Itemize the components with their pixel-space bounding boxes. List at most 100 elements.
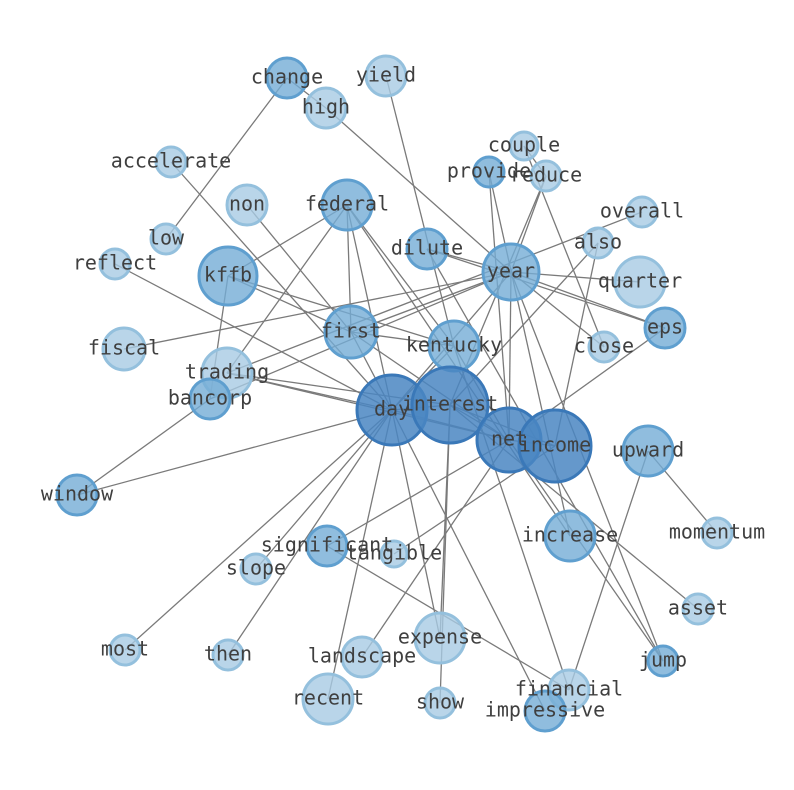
edge-provide-net: [488, 171, 510, 441]
node-label-fiscal: fiscal: [88, 336, 160, 360]
edge-day-then: [227, 409, 393, 656]
edge-dilute-eps: [426, 248, 666, 329]
edge-day-expense: [391, 409, 441, 639]
node-label-jump: jump: [639, 648, 687, 672]
node-label-reduce: reduce: [510, 163, 582, 187]
node-label-upward: upward: [612, 438, 684, 462]
node-label-first: first: [321, 319, 381, 343]
node-label-bancorp: bancorp: [168, 386, 252, 410]
node-label-also: also: [574, 230, 622, 254]
node-impressive: [523, 689, 567, 733]
node-label-yield: yield: [356, 63, 416, 87]
node-label-kentucky: kentucky: [406, 333, 502, 357]
node-yield: [364, 54, 408, 98]
node-label-asset: asset: [668, 596, 728, 620]
edge-high-year: [325, 107, 512, 273]
node-label-high: high: [302, 95, 350, 119]
node-label-couple: couple: [488, 133, 560, 157]
node-layer: [55, 54, 734, 733]
node-label-tangible: tangible: [346, 541, 442, 565]
node-kffb: [197, 245, 259, 307]
node-slope: [239, 552, 273, 586]
node-label-quarter: quarter: [598, 269, 682, 293]
node-upward: [621, 424, 675, 478]
edge-overall-trading: [226, 211, 643, 374]
node-label-day: day: [374, 397, 410, 421]
node-label-accelerate: accelerate: [111, 149, 231, 173]
edge-day-window: [76, 409, 393, 496]
edge-day-recent: [327, 409, 393, 700]
node-quarter: [613, 255, 667, 309]
node-label-momentum: momentum: [669, 520, 765, 544]
node-label-non: non: [229, 192, 265, 216]
node-label-close: close: [574, 334, 634, 358]
edge-net-significant: [326, 439, 510, 547]
node-high: [304, 86, 348, 130]
node-label-impressive: impressive: [485, 698, 605, 722]
node-federal: [320, 178, 374, 232]
node-change: [265, 56, 309, 100]
node-couple: [508, 130, 540, 162]
edge-day-most: [124, 409, 393, 651]
node-significant: [305, 524, 349, 568]
node-eps: [643, 306, 687, 350]
node-jump: [646, 644, 680, 678]
node-momentum: [700, 516, 734, 550]
node-reduce: [529, 159, 563, 193]
node-recent: [301, 672, 355, 726]
edge-change-low: [165, 77, 288, 240]
edge-fiscal-year: [123, 271, 512, 350]
node-label-interest: interest: [402, 392, 498, 416]
node-reflect: [98, 247, 132, 281]
node-first: [323, 304, 379, 360]
node-expense: [413, 611, 467, 665]
node-most: [108, 633, 142, 667]
node-label-then: then: [204, 642, 252, 666]
edge-accelerate-day: [170, 161, 393, 411]
node-tangible: [379, 539, 409, 569]
node-close: [587, 330, 621, 364]
node-label-federal: federal: [305, 192, 389, 216]
node-dilute: [405, 227, 449, 271]
node-label-year: year: [487, 259, 535, 283]
node-label-change: change: [251, 65, 323, 89]
node-increase: [543, 509, 597, 563]
node-asset: [681, 592, 715, 626]
node-label-landscape: landscape: [308, 644, 416, 668]
node-landscape: [340, 635, 384, 679]
node-interest: [410, 365, 490, 445]
node-label-most: most: [101, 637, 149, 661]
node-window: [55, 473, 99, 517]
node-label-window: window: [41, 482, 114, 506]
node-non: [225, 183, 269, 227]
edge-year-jump: [510, 271, 664, 662]
node-label-income: income: [519, 433, 591, 457]
edge-federal-trading: [226, 204, 348, 374]
node-then: [211, 638, 245, 672]
node-label-dilute: dilute: [391, 236, 463, 260]
node-label-overall: overall: [600, 199, 684, 223]
node-show: [423, 686, 457, 720]
edge-federal-kentucky: [346, 204, 455, 347]
edge-net-landscape: [361, 439, 510, 658]
node-label-significant: significant: [261, 533, 393, 557]
node-fiscal: [101, 326, 147, 372]
node-label-provide: provide: [447, 159, 531, 183]
node-accelerate: [154, 145, 188, 179]
node-year: [481, 242, 541, 302]
node-label-recent: recent: [292, 686, 364, 710]
node-overall: [625, 195, 659, 229]
node-income: [517, 408, 593, 484]
edge-reflect-day: [114, 263, 393, 411]
node-label-kffb: kffb: [204, 263, 252, 287]
node-label-reflect: reflect: [73, 251, 157, 275]
node-label-eps: eps: [647, 315, 683, 339]
node-label-net: net: [491, 427, 527, 451]
node-label-increase: increase: [522, 523, 618, 547]
edge-upward-financial: [568, 450, 649, 691]
node-bancorp: [188, 377, 232, 421]
node-label-trading: trading: [185, 360, 269, 384]
node-label-show: show: [416, 690, 465, 714]
